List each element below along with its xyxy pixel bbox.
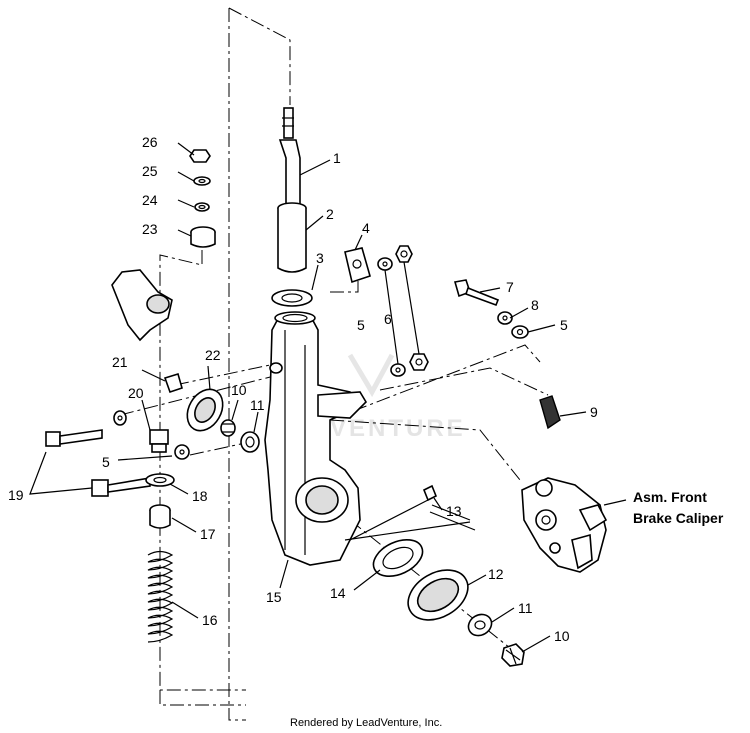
callout-5-b: 5 (560, 317, 568, 333)
washer-part-24[interactable] (194, 202, 210, 212)
callout-16: 16 (202, 612, 218, 628)
washer-part-5-left-upper[interactable] (113, 410, 127, 426)
callout-5-c: 5 (102, 454, 110, 470)
brake-pad-part-9[interactable] (539, 395, 561, 430)
nut-part-26[interactable] (189, 149, 211, 163)
bearing-race-part-12[interactable] (399, 560, 476, 630)
callout-22: 22 (205, 347, 221, 363)
castle-nut-part-10-lower[interactable] (501, 643, 525, 667)
watermark-logo (347, 353, 395, 398)
callout-20: 20 (128, 385, 144, 401)
callout-2: 2 (326, 206, 334, 222)
lock-washer-part-18[interactable] (145, 473, 175, 487)
callout-18: 18 (192, 488, 208, 504)
callout-14: 14 (330, 585, 346, 601)
assembly-label-line-1: Asm. Front (633, 489, 707, 505)
callout-12: 12 (488, 566, 504, 582)
bracket-part-4[interactable] (344, 247, 371, 284)
washer-part-5-upper[interactable] (377, 257, 393, 271)
bolt-part-7[interactable] (453, 279, 500, 307)
grease-fitting-part-21[interactable] (163, 372, 183, 394)
callout-6: 6 (384, 311, 392, 327)
callout-24: 24 (142, 192, 158, 208)
bolt-part-19-upper[interactable] (45, 429, 103, 447)
callout-5-a: 5 (357, 317, 365, 333)
callout-7: 7 (506, 279, 514, 295)
lock-washer-part-8[interactable] (497, 311, 513, 325)
a-arm-mount-bracket (111, 269, 173, 342)
callout-labels: 1 2 3 4 5 6 7 8 5 9 10 11 12 13 14 15 16… (8, 134, 598, 644)
washer-part-11-lower[interactable] (465, 610, 496, 639)
callout-15: 15 (266, 589, 282, 605)
callout-10-b: 10 (554, 628, 570, 644)
callout-10-a: 10 (231, 382, 247, 398)
callout-23: 23 (142, 221, 158, 237)
spacer-ring-part-3[interactable] (271, 289, 313, 307)
bolt-part-19-lower[interactable] (91, 477, 151, 497)
leader-line-4-5-6 (384, 261, 420, 365)
coil-spring-part-16[interactable] (147, 550, 174, 643)
castle-nut-part-10-upper[interactable] (220, 419, 236, 437)
steering-knuckle-part-15[interactable] (264, 311, 368, 566)
callout-19: 19 (8, 487, 24, 503)
callout-leader-lines (29, 142, 627, 653)
sensor-part-13[interactable] (344, 484, 476, 541)
seal-part-14[interactable] (368, 533, 429, 584)
callout-21: 21 (112, 354, 128, 370)
assembly-centerlines (119, 7, 549, 721)
callout-3: 3 (316, 250, 324, 266)
washer-part-11-upper[interactable] (240, 431, 260, 453)
callout-1: 1 (333, 150, 341, 166)
callout-25: 25 (142, 163, 158, 179)
fitting-part-20[interactable] (149, 429, 169, 453)
callout-26: 26 (142, 134, 158, 150)
footer-credit: Rendered by LeadVenture, Inc. (290, 717, 442, 729)
nut-part-6-upper[interactable] (395, 245, 413, 263)
bushing-part-23[interactable] (190, 226, 216, 248)
callout-9: 9 (590, 404, 598, 420)
nut-part-6-lower[interactable] (409, 353, 429, 371)
washer-part-5-right[interactable] (511, 325, 529, 339)
callout-8: 8 (531, 297, 539, 313)
callout-4: 4 (362, 220, 370, 236)
washer-part-5-left-lower[interactable] (174, 444, 190, 460)
callout-11-b: 11 (518, 600, 533, 616)
brake-caliper-assembly[interactable] (521, 477, 608, 573)
bearing-part-22[interactable] (180, 383, 230, 437)
assembly-label: Asm. Front Brake Caliper (633, 489, 724, 526)
bushing-sleeve-part-2[interactable] (277, 202, 307, 273)
callout-13: 13 (446, 503, 462, 519)
assembly-label-line-2: Brake Caliper (633, 510, 724, 526)
washer-part-5-lower[interactable] (390, 363, 406, 377)
bushing-part-17[interactable] (149, 504, 171, 529)
callout-11-a: 11 (250, 397, 265, 413)
callout-17: 17 (200, 526, 216, 542)
spindle-shaft-part-1[interactable] (278, 107, 301, 205)
watermark-text: VENTURE (330, 415, 466, 442)
washer-part-25[interactable] (193, 176, 211, 186)
